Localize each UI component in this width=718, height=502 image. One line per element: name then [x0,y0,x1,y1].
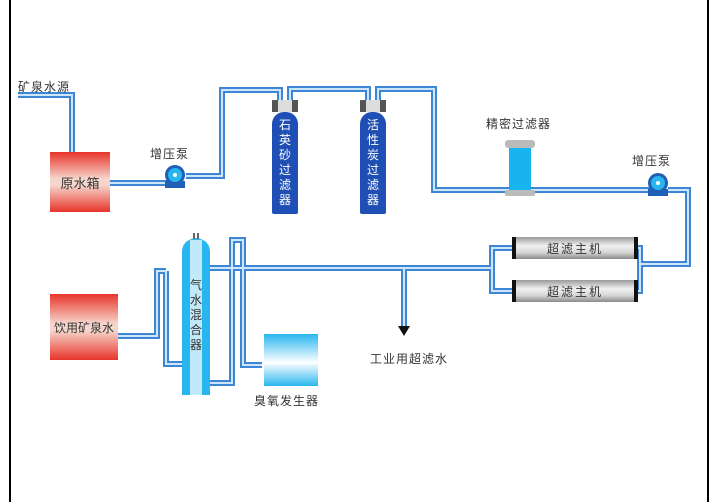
mixer-column [182,233,210,395]
activated-carbon-filter: 活性炭过滤器 [360,112,386,214]
pipe-drinking [118,268,166,339]
pipe-uf-loop-left [489,245,512,294]
pipe-ozone [210,237,262,386]
arrow-down-icon [398,326,410,336]
raw-water-tank: 原水箱 [50,152,110,212]
uf-unit-1: 超滤主机 [512,237,638,259]
label-mixer: 气水混合器 [189,278,202,352]
pipe-pump-uf [640,187,691,267]
frame-right-border [707,0,709,502]
pipe-pump-quartz [186,87,283,179]
pump-icon [648,173,668,196]
quartz-sand-filter: 石英砂过滤器 [272,112,298,214]
label-carbon-filter: 活性炭过滤器 [366,118,379,207]
precision-filter-icon [505,140,535,196]
label-source: 矿泉水源 [18,80,71,94]
drinking-water-tank: 饮用矿泉水 [50,294,118,360]
pipe-mixer-bottom [163,271,182,367]
label-pump-1: 增压泵 [150,147,190,161]
pump-icon [165,165,185,188]
label-ozone: 臭氧发生器 [254,394,320,408]
label-pump-2: 增压泵 [632,154,672,168]
label-precision-filter: 精密过滤器 [486,117,552,131]
label-industrial: 工业用超滤水 [370,352,449,366]
label-quartz-filter: 石英砂过滤器 [278,118,291,207]
pipe-quartz-carbon [287,86,371,100]
pipe-source [18,92,75,152]
frame-left-border [9,0,11,502]
ozone-generator [264,334,318,386]
uf-unit-2: 超滤主机 [512,280,638,302]
